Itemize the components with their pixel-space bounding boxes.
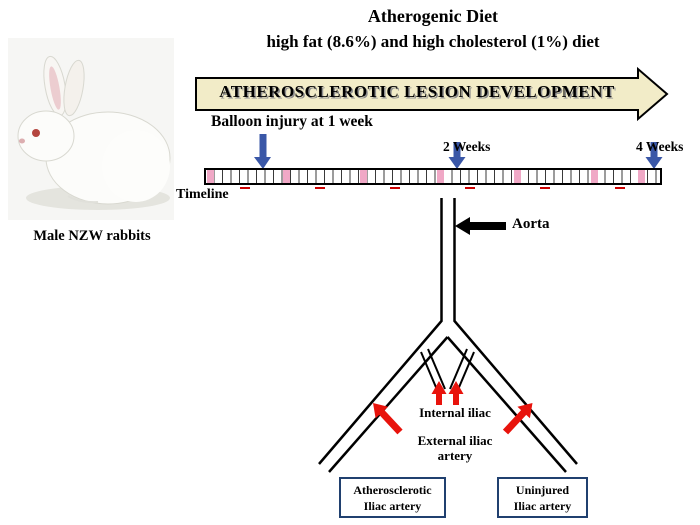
timeline-tick-mark	[315, 187, 325, 189]
timeline-tick-mark	[390, 187, 400, 189]
uninjured-iliac-box-line1: Uninjured	[515, 483, 570, 497]
week-2-label: 2 Weeks	[443, 139, 491, 154]
atherosclerotic-iliac-box: Atherosclerotic Iliac artery	[339, 477, 446, 518]
banner-label: ATHEROSCLEROTIC LESION DEVELOPMENT	[219, 82, 615, 101]
rabbit-photo	[8, 38, 174, 220]
balloon-injury-arrow	[254, 134, 271, 169]
balloon-injury-label: Balloon injury at 1 week	[211, 113, 373, 130]
week-4-label: 4 Weeks	[636, 139, 684, 154]
internal-iliac-red-arrow-left	[431, 381, 447, 405]
banner-arrow-shape	[195, 66, 669, 122]
internal-iliac-label: Internal iliac	[419, 405, 491, 420]
external-iliac-label: External iliac artery	[402, 433, 508, 463]
internal-iliac-red-arrow-right	[448, 381, 464, 405]
timeline-cell-highlight	[514, 170, 521, 183]
timeline-cell-highlight	[638, 170, 645, 183]
uninjured-iliac-box: Uninjured Iliac artery	[497, 477, 588, 518]
timeline-cell-highlight	[283, 170, 290, 183]
timeline-cell-highlight	[207, 170, 214, 183]
timeline-tick-mark	[615, 187, 625, 189]
aorta-iliac-vessels	[318, 198, 578, 473]
week-2-arrow	[448, 142, 466, 169]
timeline-tick-mark	[465, 187, 475, 189]
aorta-pointer-arrow	[455, 217, 506, 235]
rabbit-caption: Male NZW rabbits	[33, 228, 151, 244]
rabbit-eye	[32, 129, 40, 137]
timeline-tick-mark	[540, 187, 550, 189]
timeline-cell-highlight	[437, 170, 444, 183]
internal-iliac-vessels	[420, 348, 475, 393]
atherosclerotic-iliac-box-line2: Iliac artery	[363, 499, 422, 513]
external-iliac-red-arrow-right	[502, 403, 533, 435]
timeline-ruler	[204, 168, 662, 185]
uninjured-iliac-box-line2: Iliac artery	[513, 499, 572, 513]
external-iliac-label-line1: External iliac	[417, 433, 493, 448]
external-iliac-red-arrow-left	[373, 403, 403, 435]
aorta-label: Aorta	[512, 216, 550, 232]
timeline-cell-highlight	[591, 170, 598, 183]
timeline-cell-highlight	[360, 170, 367, 183]
week-4-arrow	[645, 142, 663, 169]
diet-subtitle: high fat (8.6%) and high cholesterol (1%…	[266, 32, 600, 51]
external-iliac-label-line2: artery	[437, 448, 473, 463]
timeline-axis-label: Timeline	[176, 187, 229, 202]
timeline-tick-mark	[240, 187, 250, 189]
atherosclerotic-iliac-box-line1: Atherosclerotic	[353, 483, 432, 497]
diet-title: Atherogenic Diet	[367, 6, 499, 26]
